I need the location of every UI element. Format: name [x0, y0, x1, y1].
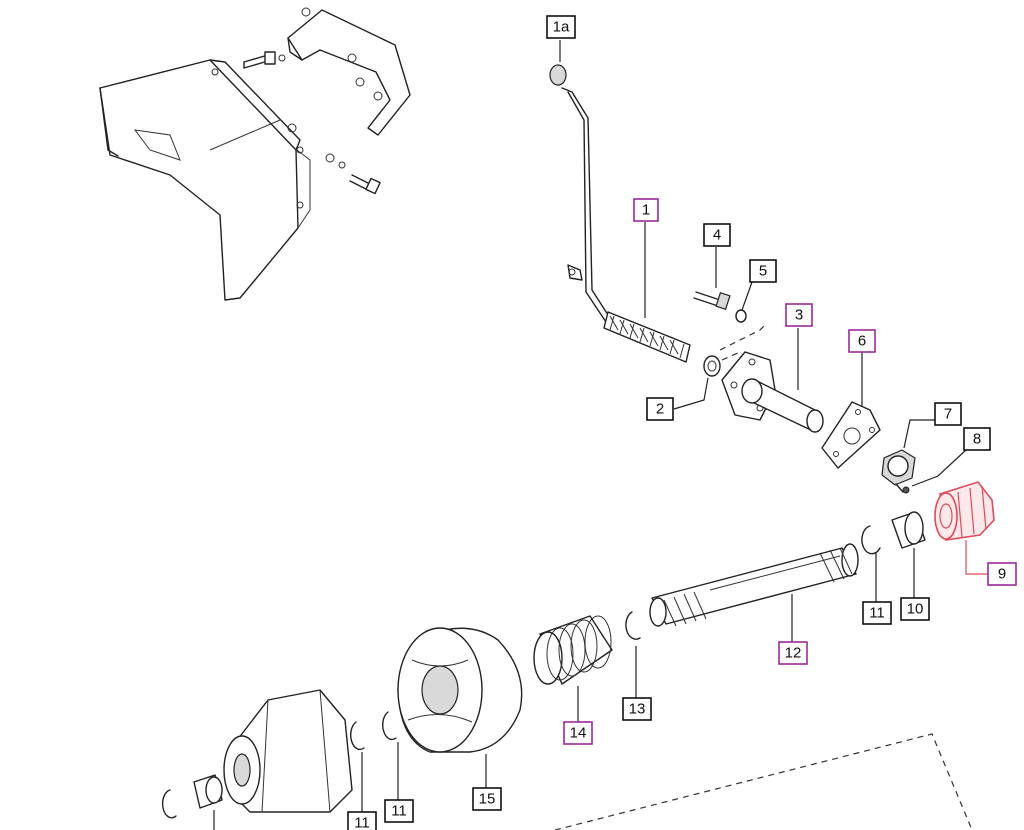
svg-text:8: 8 [973, 431, 981, 448]
svg-text:12: 12 [785, 645, 802, 662]
svg-text:15: 15 [479, 791, 496, 808]
svg-text:1: 1 [642, 202, 650, 219]
callout-1: 1 [633, 198, 659, 222]
knurl-pattern [609, 315, 685, 359]
svg-text:5: 5 [759, 263, 767, 280]
leader-lines [213, 40, 988, 830]
flange-assembly [693, 291, 824, 433]
shift-lever [549, 64, 691, 363]
callout-1a: 1a [546, 15, 576, 39]
callout-9: 9 [987, 562, 1017, 586]
callout-8: 8 [963, 427, 991, 451]
callout-10: 10 [900, 597, 930, 621]
svg-text:7: 7 [944, 406, 952, 423]
lower-rings [161, 711, 397, 819]
callout-11-hub: 11 [384, 799, 414, 823]
svg-text:6: 6 [858, 333, 866, 350]
svg-text:14: 14 [570, 725, 587, 742]
clutch-hub [397, 627, 523, 753]
callout-12: 12 [778, 641, 808, 665]
bushing-and-rings [625, 511, 926, 640]
callout-11-housing: 11 [347, 811, 377, 830]
svg-text:2: 2 [656, 401, 664, 418]
svg-text:11: 11 [391, 803, 407, 820]
spring [533, 615, 613, 685]
callout-3: 3 [785, 303, 813, 327]
svg-text:9: 9 [998, 566, 1006, 583]
svg-text:11: 11 [354, 815, 370, 830]
callout-5: 5 [749, 259, 777, 283]
callout-14: 14 [563, 721, 593, 745]
cone-housing [223, 689, 353, 813]
callout-7: 7 [934, 402, 962, 426]
svg-text:13: 13 [629, 701, 646, 718]
svg-text:1a: 1a [553, 19, 570, 36]
callout-11-shaft: 11 [862, 601, 892, 625]
svg-text:3: 3 [795, 307, 803, 324]
callout-2: 2 [646, 397, 674, 421]
callout-13: 13 [622, 697, 652, 721]
svg-text:4: 4 [713, 227, 721, 244]
shield-guard-assembly [99, 7, 411, 301]
callout-4: 4 [703, 223, 731, 247]
shift-fork [881, 449, 916, 494]
svg-text:11: 11 [869, 605, 885, 622]
callout-15: 15 [472, 787, 502, 811]
splined-shaft [649, 543, 859, 627]
callout-6: 6 [848, 329, 876, 353]
triangular-plate [821, 401, 881, 469]
svg-text:10: 10 [907, 601, 924, 618]
cover-outline [554, 733, 973, 830]
coupler-part-9 [934, 481, 995, 541]
